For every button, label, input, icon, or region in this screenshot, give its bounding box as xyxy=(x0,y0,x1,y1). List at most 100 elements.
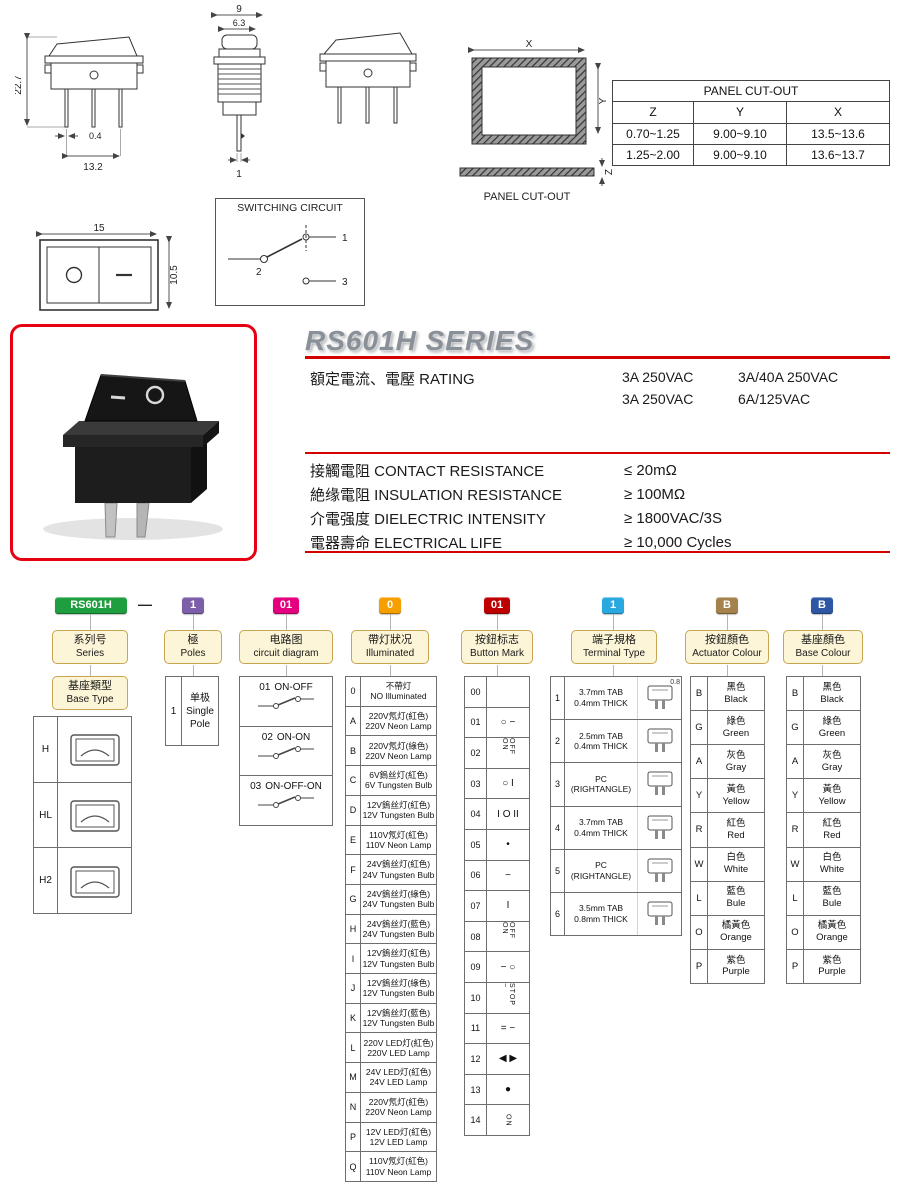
rating-value: 3A/40A 250VAC xyxy=(738,369,839,385)
base-colour-row: B 黑色 Black xyxy=(787,677,860,711)
actuator-colour-cn: 紅色 xyxy=(726,818,746,830)
code-badge-actuator-colour: B xyxy=(716,597,738,614)
base-colour-cn: 灰色 xyxy=(822,749,842,761)
profile-view-drawing: 9 6.3 1 xyxy=(211,5,266,180)
illuminated-cn: 12V鎢丝灯(藍色) xyxy=(366,1007,431,1018)
code-badge-base-colour: B xyxy=(811,597,833,614)
category-series-en: Series xyxy=(75,647,105,659)
circuit-symbol-icon xyxy=(240,743,332,766)
actuator-colour-row: P 紫色 Purple xyxy=(691,948,764,983)
illuminated-code: M xyxy=(346,1063,361,1092)
actuator-colour-row: B 黑色 Black xyxy=(691,677,764,711)
base-colour-en: Red xyxy=(823,829,841,841)
illuminated-cn: 24V鎢丝灯(綠色) xyxy=(366,889,431,900)
face-view-drawing: 15 10.5 xyxy=(36,224,180,311)
base-colour-text: 灰色 Gray xyxy=(804,745,860,778)
actuator-colour-cn: 紫色 xyxy=(726,954,746,966)
button-mark-row: 02 OFF ON xyxy=(465,737,529,768)
button-mark-code: 03 xyxy=(465,768,487,799)
button-mark-row: 14 ON xyxy=(465,1104,529,1135)
illuminated-text: 220V氖灯(綠色) 220V Neon Lamp xyxy=(361,736,436,765)
spec-row: 絶缘電阻 INSULATION RESISTANCE ≥ 100MΩ xyxy=(310,482,890,506)
code-badge-button-mark: 01 xyxy=(484,597,510,614)
code-badge-poles: 1 xyxy=(182,597,204,614)
switching-circuit-title: SWITCHING CIRCUIT xyxy=(237,202,343,214)
panel-table-cell: 0.70~1.25 xyxy=(626,127,680,141)
button-mark-row: 13 ● xyxy=(465,1073,529,1105)
actuator-colour-en: Orange xyxy=(720,932,752,944)
actuator-colour-en: Black xyxy=(724,693,748,705)
illuminated-text: 12V鎢丝灯(綠色) 12V Tungsten Bulb xyxy=(361,974,436,1003)
illuminated-text: 24V鎢丝灯(藍色) 24V Tungsten Bulb xyxy=(361,915,436,944)
illuminated-row: H 24V鎢丝灯(藍色) 24V Tungsten Bulb xyxy=(346,913,436,944)
actuator-colour-code: A xyxy=(691,745,708,779)
button-mark-code: 02 xyxy=(465,738,487,768)
button-mark-code: 00 xyxy=(465,677,487,707)
illuminated-cn: 12V鎢丝灯(綠色) xyxy=(366,978,431,989)
button-mark-row: 11 = − xyxy=(465,1012,529,1044)
panel-table-cell: 13.6~13.7 xyxy=(811,148,865,162)
button-mark-row: 09 − ○ xyxy=(465,951,529,982)
illuminated-text: 12V鎢丝灯(紅色) 12V Tungsten Bulb xyxy=(361,796,436,825)
connector-line xyxy=(90,614,91,630)
base-type-label-en: Base Type xyxy=(66,693,114,705)
circuit-code: 02 xyxy=(261,731,273,743)
button-mark-symbol: − ○ xyxy=(487,952,529,982)
terminal-icon xyxy=(647,815,672,839)
base-colour-cn: 黑色 xyxy=(822,681,842,693)
actuator-colour-text: 白色 White xyxy=(708,848,764,881)
category-poles-cn: 極 xyxy=(187,634,199,646)
terminal-row: 5 PC (RIGHTANGLE) xyxy=(551,848,681,892)
illuminated-code: J xyxy=(346,974,361,1003)
actuator-colour-en: White xyxy=(723,864,749,876)
category-series-cn: 系列号 xyxy=(73,634,107,646)
terminal-code: 3 xyxy=(551,763,565,806)
category-poles-en: Poles xyxy=(180,647,206,659)
illuminated-code: D xyxy=(346,795,361,825)
terminal-line2: (RIGHTANGLE) xyxy=(570,784,632,795)
rating-label: 額定電流、電壓 RATING xyxy=(310,371,475,388)
button-mark-code: 08 xyxy=(465,921,487,952)
panel-table-header-x: X xyxy=(833,105,842,119)
category-terminal-en: Terminal Type xyxy=(582,647,646,659)
actuator-colour-cn: 橘黃色 xyxy=(721,920,751,932)
button-mark-row: 12 ◀ ▶ xyxy=(465,1043,529,1074)
actuator-colour-cn: 黑色 xyxy=(726,681,746,693)
base-colour-en: Bule xyxy=(822,898,842,910)
base-colour-code: P xyxy=(787,949,804,983)
panel-table-header-z: Z xyxy=(649,105,657,119)
category-actuator-colour-en: Actuator Colour xyxy=(692,647,762,659)
code-badge-series: RS601H xyxy=(55,597,127,614)
connector-line xyxy=(286,665,287,676)
poles-table: 1 单极 Single Pole xyxy=(165,676,219,746)
button-mark-row: 10 STOP − xyxy=(465,981,529,1013)
side-view-drawing xyxy=(319,32,417,124)
button-mark-glyph: I O II xyxy=(497,808,519,820)
actuator-colour-code: R xyxy=(691,813,708,847)
illuminated-row: P 12V LED灯(紅色) 12V LED Lamp xyxy=(346,1121,436,1152)
connector-line xyxy=(390,665,391,676)
terminal-icon xyxy=(647,901,672,925)
terminal-code: 6 xyxy=(551,892,565,936)
illuminated-cn: 12V鎢丝灯(紅色) xyxy=(366,799,431,810)
code-badge-terminal: 1 xyxy=(602,597,624,614)
button-mark-glyph: ON xyxy=(504,1113,512,1127)
illuminated-en: 24V Tungsten Bulb xyxy=(362,928,435,939)
panel-table-row: 0.70~1.25 9.00~9.10 13.5~13.6 xyxy=(613,123,889,144)
actuator-colour-text: 黃色 Yellow xyxy=(708,779,764,812)
illuminated-cn: 12V LED灯(紅色) xyxy=(365,1126,432,1137)
illuminated-row: F 24V鎢丝灯(紅色) 24V Tungsten Bulb xyxy=(346,854,436,884)
button-mark-symbol: OFF ON xyxy=(487,738,529,768)
dim-height-label: 22.7 xyxy=(15,75,24,95)
base-colour-cn: 紅色 xyxy=(822,818,842,830)
rating-value: 3A 250VAC xyxy=(622,369,694,385)
base-colour-en: White xyxy=(819,864,845,876)
category-base-colour: 基座顏色 Base Colour xyxy=(783,630,863,664)
illuminated-code: F xyxy=(346,855,361,884)
base-type-row: HL xyxy=(34,781,131,848)
illuminated-code: C xyxy=(346,766,361,795)
panel-table-row: 1.25~2.00 9.00~9.10 13.6~13.7 xyxy=(613,144,889,165)
illuminated-row: B 220V氖灯(綠色) 220V Neon Lamp xyxy=(346,735,436,766)
poles-en: Single Pole xyxy=(186,705,214,730)
